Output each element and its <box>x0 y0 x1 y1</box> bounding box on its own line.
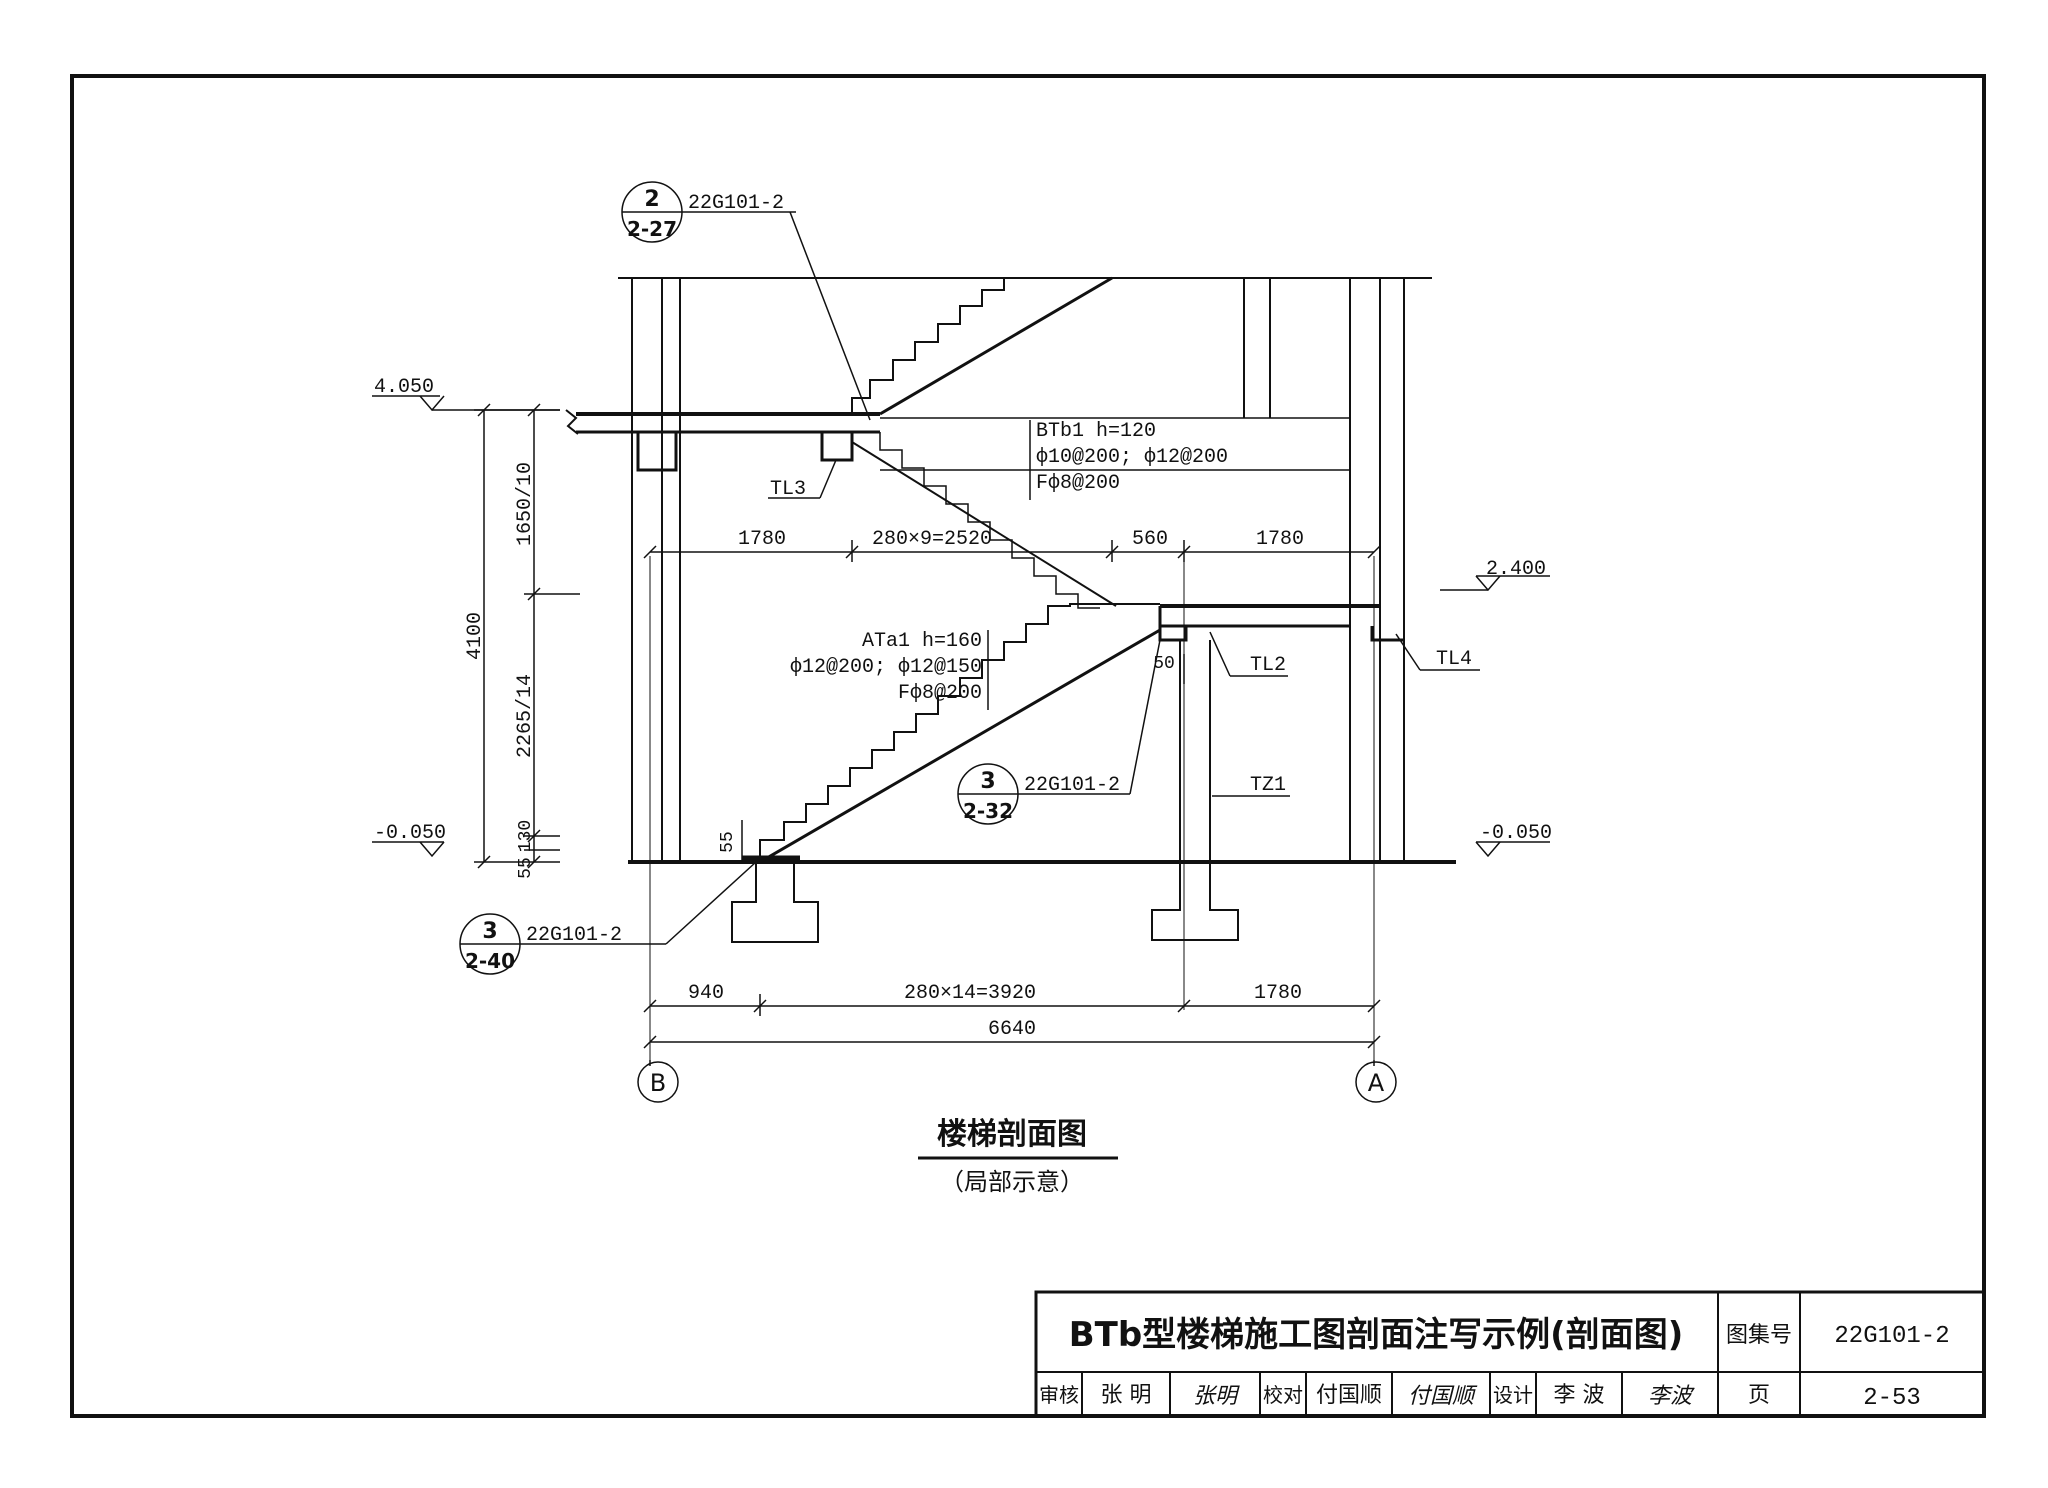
drawing-subtitle: （局部示意） <box>940 1168 1084 1196</box>
design-signature: 李波 <box>1648 1384 1695 1409</box>
member-tz1: TZ1 <box>1250 774 1286 797</box>
dim-vertical-2: 2265/14 <box>514 674 537 758</box>
member-tl3: TL3 <box>770 478 806 501</box>
callout-3-sheet: 2-40 <box>465 949 515 973</box>
callout-1-sheet: 2-27 <box>627 217 677 241</box>
note-btb1-line3: Fф8@200 <box>1036 472 1120 495</box>
structure <box>565 276 1456 1060</box>
title-block-title: BTb型楼梯施工图剖面注写示例(剖面图) <box>1069 1315 1684 1355</box>
dim-small-55: 55 <box>718 831 738 853</box>
elevation-top: 4.050 <box>374 376 434 399</box>
check-name: 付国顺 <box>1316 1383 1382 1408</box>
atlas-label: 图集号 <box>1726 1323 1792 1348</box>
axis-label-right: A <box>1368 1069 1385 1097</box>
dim-lower-2: 280×14=3920 <box>904 982 1036 1005</box>
check-signature: 付国顺 <box>1408 1384 1478 1409</box>
callout-2-ref: 22G101-2 <box>1024 774 1120 797</box>
horizontal-dimensions <box>643 540 1381 1049</box>
design-label: 设计 <box>1493 1383 1533 1407</box>
note-ata1-line1: ATa1 h=160 <box>862 630 982 653</box>
drawing-title: 楼梯剖面图 <box>937 1117 1087 1152</box>
elevation-bottom-left: -0.050 <box>374 822 446 845</box>
check-label: 校对 <box>1263 1383 1303 1407</box>
dim-height-total: 4100 <box>464 612 487 660</box>
axis-label-left: B <box>650 1069 666 1097</box>
elevation-bottom-right: -0.050 <box>1480 822 1552 845</box>
atlas-number: 22G101-2 <box>1834 1323 1949 1350</box>
sheet-frame <box>70 74 1986 1418</box>
note-ata1-line3: Fф8@200 <box>898 682 982 705</box>
dim-overall: 6640 <box>988 1018 1036 1041</box>
page-label: 页 <box>1748 1383 1770 1408</box>
callout-1-num: 2 <box>644 187 659 212</box>
axis-bubbles <box>637 1060 1397 1103</box>
member-tl4: TL4 <box>1436 648 1472 671</box>
member-tl2: TL2 <box>1250 654 1286 677</box>
note-btb1-line1: BTb1 h=120 <box>1036 420 1156 443</box>
review-name: 张 明 <box>1101 1383 1152 1408</box>
review-label: 审核 <box>1039 1383 1079 1407</box>
callout-symbols <box>459 181 1161 975</box>
callout-2-sheet: 2-32 <box>963 799 1013 823</box>
dim-vertical-1: 1650/10 <box>514 462 537 546</box>
dim-upper-1: 1780 <box>738 528 786 551</box>
member-leaders <box>768 420 1480 797</box>
note-ata1-line2: ф12@200; ф12@150 <box>790 656 982 679</box>
dim-upper-4: 1780 <box>1256 528 1304 551</box>
dim-small-50: 50 <box>1153 654 1175 674</box>
callout-3-ref: 22G101-2 <box>526 924 622 947</box>
dim-vertical-3: 130 <box>516 820 536 852</box>
callout-2-num: 3 <box>980 769 995 794</box>
title-block <box>1034 1290 1986 1418</box>
dim-upper-2: 280×9=2520 <box>872 528 992 551</box>
note-btb1-line2: ф10@200; ф12@200 <box>1036 446 1228 469</box>
callout-3-num: 3 <box>482 919 497 944</box>
elevation-mid: 2.400 <box>1486 558 1546 581</box>
vertical-dimensions <box>474 403 580 869</box>
callout-1-ref: 22G101-2 <box>688 192 784 215</box>
dim-lower-3: 1780 <box>1254 982 1302 1005</box>
dim-upper-3: 560 <box>1132 528 1168 551</box>
design-name: 李 波 <box>1554 1383 1605 1408</box>
page-number: 2-53 <box>1863 1385 1921 1412</box>
dim-vertical-4: 55 <box>516 857 536 879</box>
review-signature: 张明 <box>1193 1384 1240 1409</box>
dim-lower-1: 940 <box>688 982 724 1005</box>
